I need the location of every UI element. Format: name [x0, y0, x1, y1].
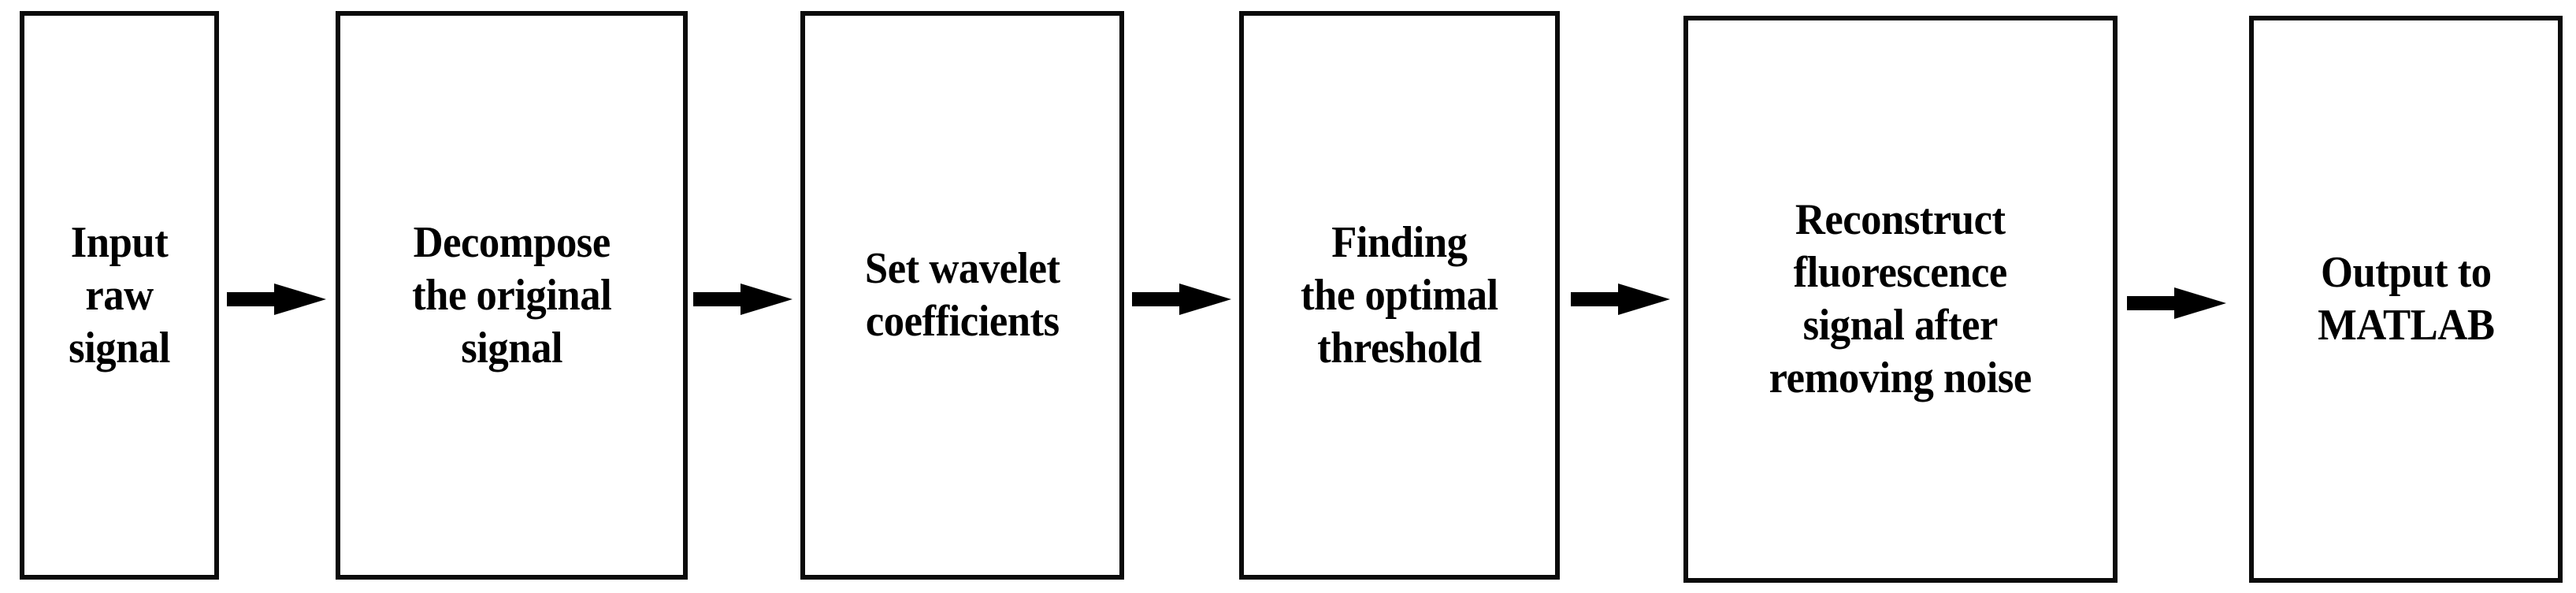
arrow-right-icon — [1132, 284, 1231, 315]
arrow-right-icon — [1571, 284, 1670, 315]
flow-step-label: Input raw signal — [69, 217, 170, 372]
flow-step-input-raw-signal[interactable]: Input raw signal — [20, 11, 219, 580]
flow-step-label: Decompose the original signal — [411, 217, 612, 372]
flow-step-decompose-original-signal[interactable]: Decompose the original signal — [336, 11, 688, 580]
flow-step-label: Finding the optimal threshold — [1301, 217, 1498, 372]
arrow-right-icon — [227, 284, 326, 315]
flow-step-label: Reconstruct fluorescence signal after re… — [1769, 195, 2032, 402]
flow-step-output-to-matlab[interactable]: Output to MATLAB — [2249, 16, 2563, 583]
flow-step-label: Output to MATLAB — [2317, 248, 2495, 350]
flow-step-reconstruct-fluorescence-signal[interactable]: Reconstruct fluorescence signal after re… — [1683, 16, 2118, 583]
arrow-right-icon — [2127, 287, 2226, 319]
flow-step-label: Set wavelet coefficients — [864, 244, 1060, 346]
flow-step-finding-optimal-threshold[interactable]: Finding the optimal threshold — [1239, 11, 1560, 580]
arrow-right-icon — [693, 284, 792, 315]
flow-step-set-wavelet-coefficients[interactable]: Set wavelet coefficients — [800, 11, 1124, 580]
